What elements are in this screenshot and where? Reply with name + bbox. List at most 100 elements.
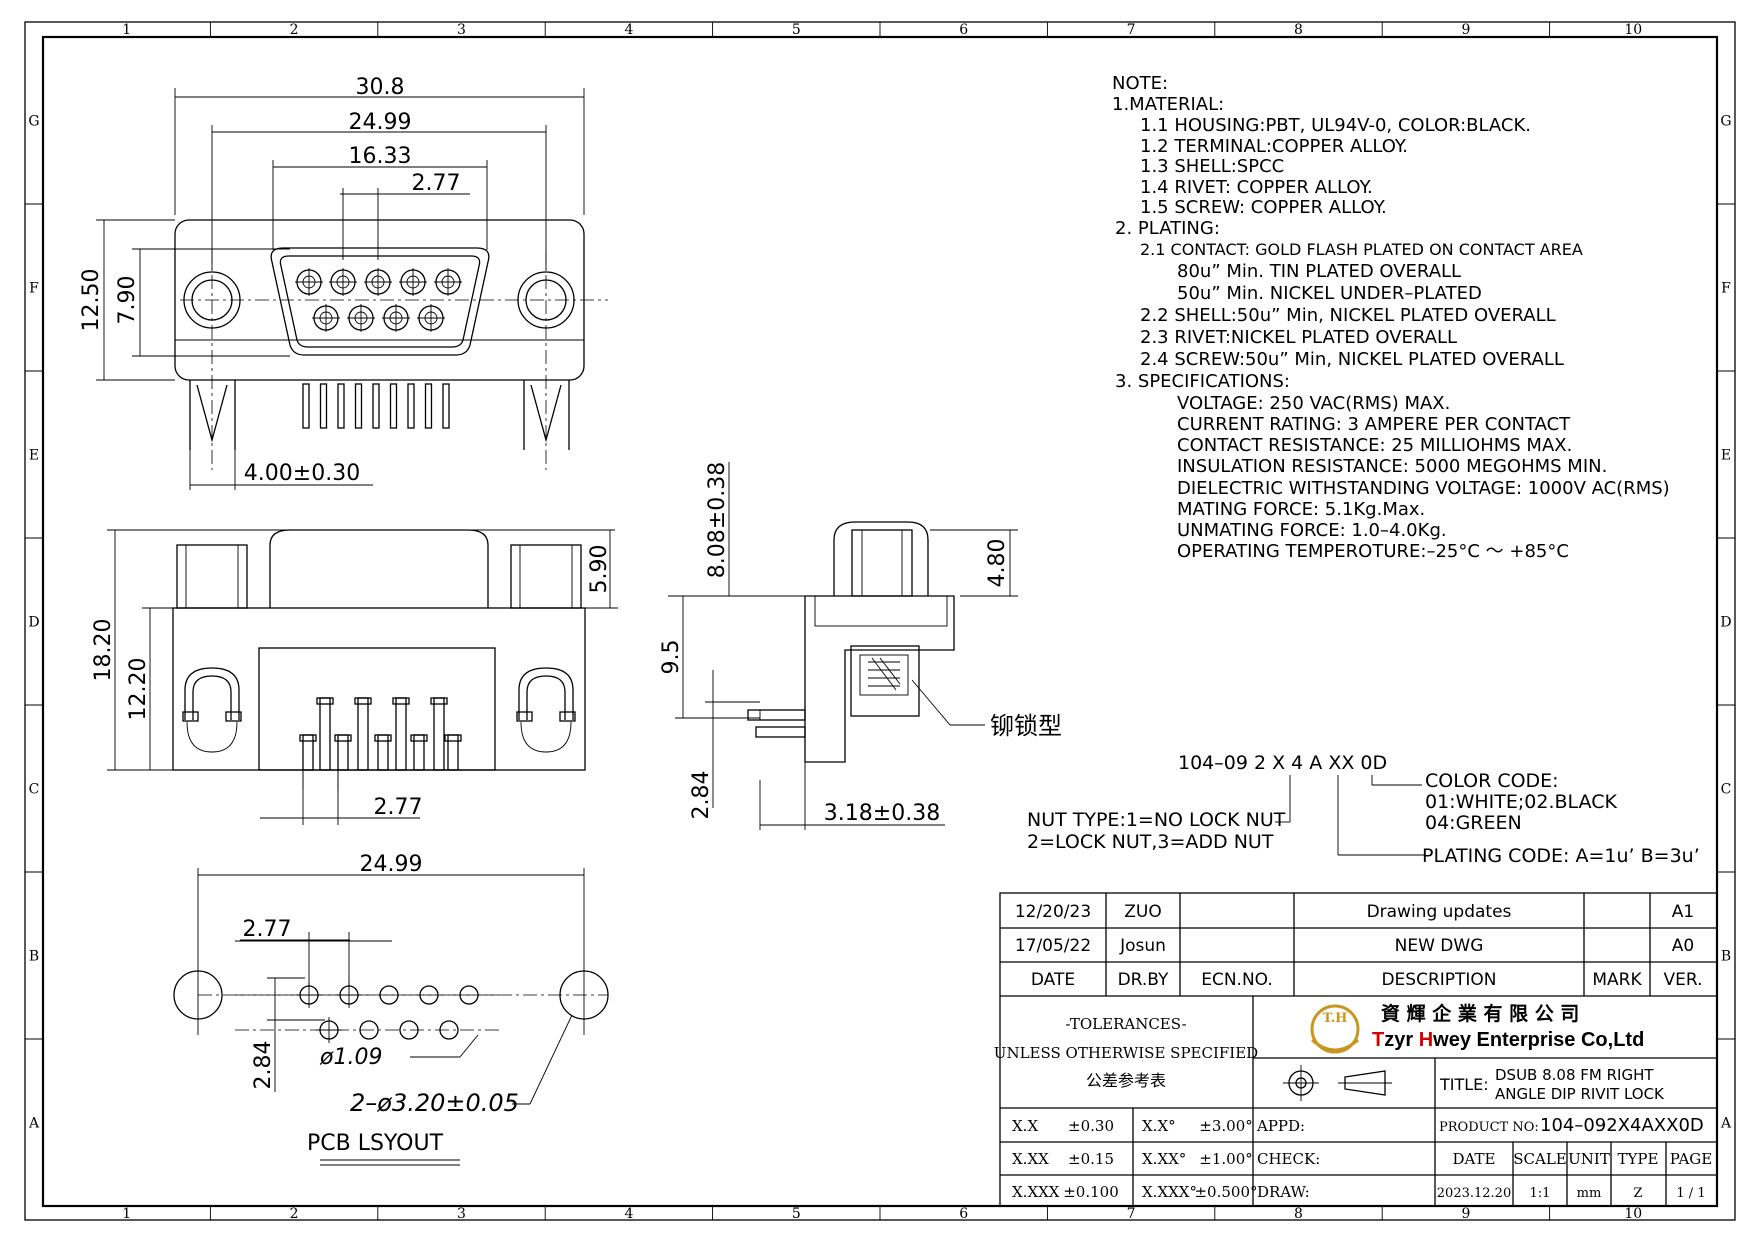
notes-heading: NOTE: — [1112, 73, 1168, 94]
border-column-bottom: 10 — [1624, 1206, 1642, 1222]
dim-9-5: 9.5 — [659, 640, 684, 675]
note-line: 3. SPECIFICATIONS: — [1115, 371, 1290, 392]
border-column-top: 8 — [1294, 22, 1303, 38]
rev-1-date: 12/20/23 — [1015, 902, 1091, 922]
pin-leg — [424, 383, 433, 429]
nut-type-1: NUT TYPE:1=NO LOCK NUT — [1027, 809, 1286, 831]
pin-leg — [302, 383, 310, 429]
color-code-2: 04:GREEN — [1425, 812, 1522, 834]
pcb-dim-2-77: 2.77 — [243, 917, 292, 942]
note-line: 2.3 RIVET:NICKEL PLATED OVERALL — [1140, 327, 1457, 348]
pin-leg — [372, 383, 380, 429]
tol-av: ±0.15 — [1068, 1150, 1114, 1168]
border-column-bottom: 1 — [122, 1206, 131, 1222]
bottom-pin-short — [337, 734, 349, 771]
note-line: 2.4 SCREW:50u” Min, NICKEL PLATED OVERAL… — [1140, 349, 1564, 370]
tolerance-cn: 公差参考表 — [1086, 1071, 1166, 1090]
note-line: 1.MATERIAL: — [1112, 94, 1224, 115]
border-row-right: A — [1720, 1116, 1732, 1132]
notes-block: NOTE: 1.MATERIAL:1.1 HOUSING:PBT, UL94V-… — [1112, 73, 1670, 562]
pcb-mount-hole-label: 2–ø3.20±0.05 — [350, 1089, 519, 1117]
pcb-hole — [399, 1020, 419, 1040]
border-column-top: 3 — [457, 22, 466, 38]
color-code-label: COLOR CODE: — [1425, 770, 1559, 792]
border-column-bottom: 5 — [792, 1206, 801, 1222]
note-line: 2.1 CONTACT: GOLD FLASH PLATED ON CONTAC… — [1140, 240, 1583, 259]
dim-8-08: 8.08±0.38 — [705, 462, 730, 578]
border-column-bottom: 9 — [1461, 1206, 1470, 1222]
dim-4-00: 4.00±0.30 — [244, 461, 360, 486]
pcb-hole — [359, 1020, 379, 1040]
border-row-right: D — [1720, 615, 1731, 631]
bottom-pin-short — [377, 734, 389, 771]
plating-code: PLATING CODE: A=1u’ B=3u’ — [1422, 845, 1700, 867]
tol-a: X.XXX — [1012, 1183, 1060, 1201]
border-column-bottom: 2 — [290, 1206, 299, 1222]
rev-2-by: Josun — [1119, 936, 1166, 956]
rev-1-by: ZUO — [1124, 902, 1161, 922]
company-name-en: Tzyr Hwey Enterprise Co,Ltd — [1372, 1029, 1644, 1051]
rev-header-ver: VER. — [1664, 970, 1703, 990]
pcb-layout: 24.99 2.77 2.84 ø1.09 2–ø3.20±0.05 PCB L… — [173, 852, 609, 1166]
note-line: 1.1 HOUSING:PBT, UL94V-0, COLOR:BLACK. — [1140, 115, 1531, 136]
border-row-right: F — [1721, 281, 1731, 297]
border-column-top: 9 — [1461, 22, 1470, 38]
border-row-left: G — [28, 114, 39, 130]
rev-header-desc: DESCRIPTION — [1381, 970, 1496, 990]
title-line-1: DSUB 8.08 FM RIGHT — [1495, 1066, 1654, 1084]
v-type: Z — [1633, 1186, 1642, 1201]
border-column-bottom: 8 — [1294, 1206, 1303, 1222]
border-column-top: 2 — [290, 22, 299, 38]
company-name-cn: 資 輝 企 業 有 限 公 司 — [1381, 1002, 1579, 1025]
tol-b: X.XXX° — [1142, 1183, 1197, 1201]
note-line: 1.3 SHELL:SPCC — [1140, 156, 1284, 177]
check-label: CHECK: — [1257, 1150, 1320, 1168]
dim-24-99: 24.99 — [349, 110, 412, 135]
bottom-pin-long — [433, 697, 445, 771]
pcb-hole — [419, 985, 439, 1005]
note-line: 1.5 SCREW: COPPER ALLOY. — [1140, 197, 1387, 218]
product-label: PRODUCT NO: — [1439, 1120, 1539, 1135]
logo-text: T.H — [1323, 1011, 1348, 1026]
border-column-top: 10 — [1624, 22, 1642, 38]
border-row-left: C — [29, 782, 40, 798]
pin-leg — [442, 383, 450, 429]
rev-header-by: DR.BY — [1118, 970, 1169, 990]
pcb-dim-24-99: 24.99 — [360, 852, 423, 877]
company-logo: T.H — [1310, 1004, 1360, 1054]
rev-header-ecn: ECN.NO. — [1201, 970, 1273, 990]
tol-b: X.XX° — [1142, 1150, 1186, 1168]
dim-4-80: 4.80 — [985, 539, 1010, 588]
title-line-2: ANGLE DIP RIVIT LOCK — [1495, 1085, 1665, 1103]
border-row-left: A — [28, 1116, 40, 1132]
border-row-right: B — [1721, 949, 1731, 965]
rev-2-ver: A0 — [1672, 936, 1694, 956]
border-row-right: G — [1720, 114, 1731, 130]
border-row-left: F — [29, 281, 39, 297]
appd-label: APPD: — [1256, 1117, 1305, 1135]
note-line: VOLTAGE: 250 VAC(RMS) MAX. — [1177, 393, 1450, 414]
border-row-right: E — [1721, 448, 1731, 464]
front-view: 30.8 24.99 16.33 2.77 12.50 7.90 — [79, 75, 608, 490]
border-row-left: D — [28, 615, 39, 631]
title-block: 12/20/23 ZUO Drawing updates A1 17/05/22… — [994, 892, 1718, 1207]
bottom-pin-short — [302, 734, 314, 771]
tolerance-sub: UNLESS OTHERWISE SPECIFIED — [994, 1044, 1258, 1062]
border-column-bottom: 4 — [624, 1206, 633, 1222]
pin-leg — [389, 383, 398, 429]
draw-label: DRAW: — [1257, 1183, 1310, 1201]
rev-header-date: DATE — [1031, 970, 1075, 990]
v-unit: mm — [1577, 1186, 1602, 1201]
projection-symbol-icon — [1283, 1065, 1392, 1101]
note-line: OPERATING TEMPEROTURE:–25°C ～ +85°C — [1177, 541, 1569, 562]
tol-bv: ±3.00° — [1199, 1117, 1252, 1135]
bottom-pin-long — [357, 697, 369, 771]
note-line: INSULATION RESISTANCE: 5000 MEGOHMS MIN. — [1177, 456, 1607, 477]
h-type: TYPE — [1618, 1150, 1659, 1168]
tol-b: X.X° — [1142, 1117, 1176, 1135]
note-line: 1.2 TERMINAL:COPPER ALLOY. — [1140, 136, 1408, 157]
note-line: 50u” Min. NICKEL UNDER–PLATED — [1177, 283, 1482, 304]
tol-av: ±0.30 — [1068, 1117, 1114, 1135]
note-line: MATING FORCE: 5.1Kg.Max. — [1177, 499, 1425, 520]
